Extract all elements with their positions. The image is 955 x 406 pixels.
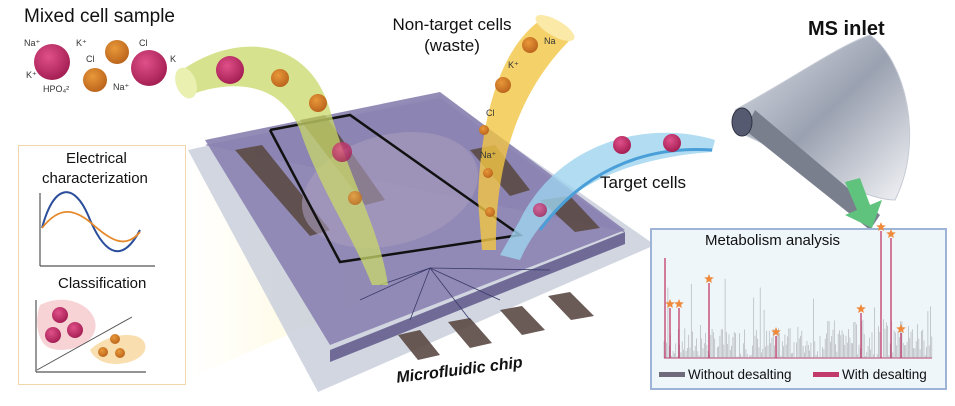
cell <box>495 77 511 93</box>
blue-tube <box>500 132 715 260</box>
star-icon <box>771 327 781 336</box>
legend-label: With desalting <box>842 367 927 382</box>
star-icon <box>886 229 896 238</box>
ion-label: Na⁺ <box>24 38 41 48</box>
ms-inlet-label: MS inlet <box>808 18 885 40</box>
target-cells-label: Target cells <box>600 173 686 192</box>
star-icon <box>665 299 675 308</box>
cell <box>332 142 352 162</box>
ion-label: Na <box>544 36 556 46</box>
cell <box>105 40 129 64</box>
classification-title: Classification <box>58 275 147 292</box>
legend-label: Without desalting <box>688 367 792 382</box>
ion-label: K⁺ <box>508 60 519 70</box>
green-tube <box>182 46 388 285</box>
ion-label: K⁺ <box>76 38 87 48</box>
cell <box>131 50 167 86</box>
cell <box>485 207 495 217</box>
cell <box>479 125 489 135</box>
cell <box>522 37 538 53</box>
non-target-cells-label: Non-target cells (waste) <box>377 14 527 56</box>
ion-label: Cl <box>486 108 495 118</box>
cell <box>348 191 362 205</box>
cell <box>533 203 547 217</box>
ion-label: HPO₄² <box>43 84 70 94</box>
electrical-title-1: Electrical <box>66 150 127 167</box>
star-icon <box>674 299 684 308</box>
cell <box>663 134 681 152</box>
legend-swatch <box>813 372 839 377</box>
star-icon <box>856 304 866 313</box>
cell <box>216 56 244 84</box>
non-target-line2: (waste) <box>424 36 480 55</box>
star-icon <box>704 274 714 283</box>
green-tube-opening <box>175 67 197 99</box>
arrow-down-icon <box>845 178 882 228</box>
ion-label: Na⁺ <box>480 150 497 160</box>
legend-swatch <box>659 372 685 377</box>
electrical-title-2: characterization <box>42 170 148 187</box>
metabolism-title: Metabolism analysis <box>705 232 841 249</box>
legend-without-desalting: Without desalting <box>659 367 792 382</box>
cell <box>613 136 631 154</box>
cell <box>271 69 289 87</box>
cell <box>83 68 107 92</box>
ion-label: Cl <box>86 54 95 64</box>
metabolism-analysis-panel <box>650 228 947 390</box>
electrical-characterization-panel <box>18 145 186 385</box>
classification-plot <box>35 299 146 373</box>
yellow-tube-opening <box>535 15 575 41</box>
non-target-line1: Non-target cells <box>392 15 512 34</box>
cell <box>34 44 70 80</box>
star-icon <box>876 222 886 231</box>
ion-label: Cl <box>139 38 148 48</box>
star-icon <box>896 324 906 333</box>
legend-with-desalting: With desalting <box>813 367 927 382</box>
cell <box>309 94 327 112</box>
mixed-cell-sample-title: Mixed cell sample <box>24 6 175 27</box>
ion-label: K <box>170 54 177 64</box>
electrical-plot <box>39 191 155 267</box>
cell <box>483 168 493 178</box>
ion-label: Na⁺ <box>113 82 130 92</box>
ion-label: K⁺ <box>26 70 37 80</box>
